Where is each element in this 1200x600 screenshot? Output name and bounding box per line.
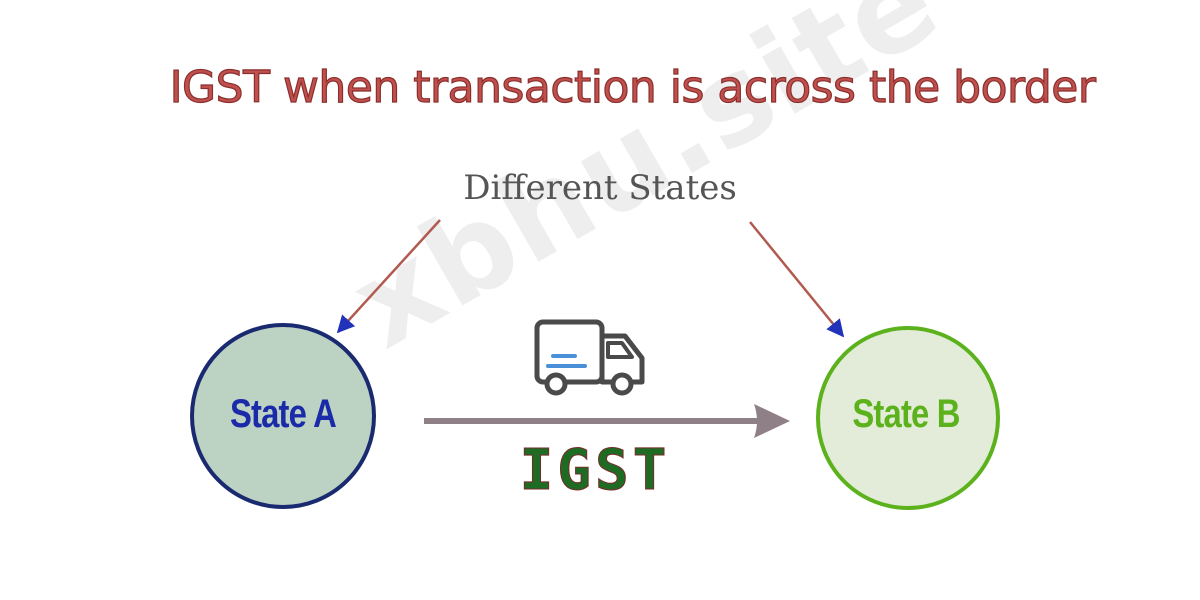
diagram-title: IGST when transaction is across the bord… [169,61,1097,113]
different-states-label: Different States [463,168,737,208]
state-b-node [816,326,1000,510]
igst-label: IGST [519,438,671,504]
state-b-label: State B [852,392,960,436]
pointer-arrow-to-state-a [336,219,441,334]
pointer-arrow-to-state-b [749,221,845,338]
state-a-label: State A [229,392,337,436]
delivery-truck-icon [534,319,645,396]
state-a-node [190,323,376,509]
igst-flow-arrow [424,404,790,438]
